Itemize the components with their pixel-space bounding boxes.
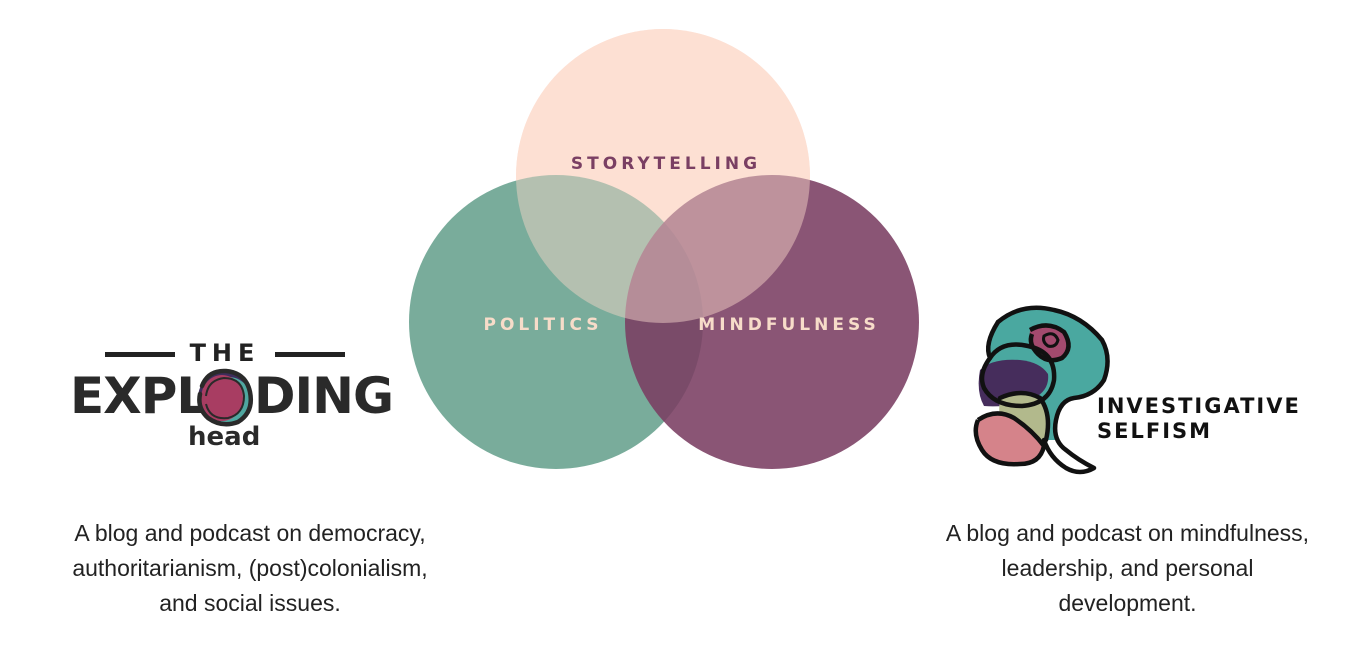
logo-line-investigative: INVESTIGATIVE bbox=[1097, 394, 1301, 418]
exploding-head-logo: THE EXPL DING head bbox=[60, 330, 394, 460]
venn-circle-storytelling-overlay bbox=[516, 29, 810, 323]
logo-line-selfism: SELFISM bbox=[1097, 419, 1213, 443]
logo-rule-left bbox=[105, 352, 175, 357]
caption-investigative-selfism: A blog and podcast on mindfulness, leade… bbox=[905, 516, 1350, 621]
caption-exploding-head: A blog and podcast on democracy, authori… bbox=[30, 516, 470, 621]
caption-line: A blog and podcast on democracy, bbox=[74, 520, 426, 546]
venn-label-storytelling: STORYTELLING bbox=[571, 154, 761, 174]
logo-subtitle: head bbox=[188, 422, 261, 452]
abstract-scribble-icon bbox=[973, 305, 1110, 475]
logo-word-part2: DING bbox=[254, 367, 394, 425]
caption-line: and social issues. bbox=[159, 590, 341, 616]
investigative-selfism-logo: INVESTIGATIVE SELFISM bbox=[970, 300, 1310, 475]
venn-label-mindfulness: MINDFULNESS bbox=[698, 315, 879, 335]
caption-line: leadership, and personal bbox=[1001, 555, 1254, 581]
logo-the-row: THE bbox=[105, 338, 345, 368]
caption-line: A blog and podcast on mindfulness, bbox=[945, 520, 1310, 546]
caption-line: authoritarianism, (post)colonialism, bbox=[72, 555, 428, 581]
exploding-o-icon bbox=[197, 368, 253, 427]
venn-circle-mindfulness bbox=[625, 175, 919, 469]
caption-line: development. bbox=[1058, 590, 1197, 616]
logo-the-text: THE bbox=[189, 339, 261, 367]
venn-label-politics: POLITICS bbox=[483, 315, 602, 335]
logo-word-part1: EXPL bbox=[70, 367, 208, 425]
venn-circle-politics bbox=[409, 175, 703, 469]
logo-rule-right bbox=[275, 352, 345, 357]
